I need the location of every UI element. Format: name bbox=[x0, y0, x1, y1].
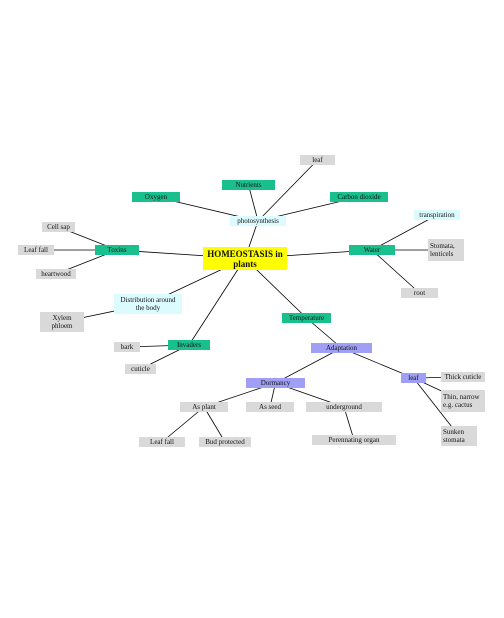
node-water: Water bbox=[349, 245, 395, 255]
connector-as_plant-leaf_fall_bottom bbox=[161, 406, 205, 443]
node-temperature: Temperature bbox=[282, 313, 331, 323]
node-stomata-lenticels: Stomata, lenticels bbox=[428, 239, 464, 261]
connector-adaptation-dormancy bbox=[275, 347, 342, 384]
node-as-plant: As plant bbox=[180, 402, 228, 412]
node-cell-sap: Cell sap bbox=[42, 222, 75, 232]
node-adaptation: Adaptation bbox=[311, 343, 372, 353]
node-distribution-around-body: Distribution around the body bbox=[114, 294, 182, 314]
node-invaders: Invaders bbox=[168, 340, 210, 350]
connector-photosynthesis-leaf_top bbox=[257, 159, 318, 222]
node-oxygen: Oxygen bbox=[132, 192, 180, 202]
node-bud-protected: Bud protected bbox=[199, 437, 251, 447]
node-heartwood: heartwood bbox=[36, 269, 76, 279]
node-toxins: Toxins bbox=[95, 245, 139, 255]
node-underground: underground bbox=[306, 402, 382, 412]
connector-photosynthesis-nutrients bbox=[248, 184, 259, 222]
connector-water-root bbox=[371, 249, 420, 294]
node-photosynthesis: photosynthesis bbox=[230, 216, 286, 226]
node-cuticle: cuticle bbox=[125, 364, 156, 374]
node-carbon-dioxide: Carbon dioxide bbox=[330, 192, 388, 202]
node-bark: bark bbox=[114, 342, 140, 352]
central-node-homeostasis: HOMEOSTASIS in plants bbox=[203, 247, 287, 270]
node-sunken-stomata: Sunken stomata bbox=[441, 426, 477, 446]
connector-homeostasis-invaders bbox=[188, 258, 246, 346]
node-nutrients: Nutrients bbox=[222, 180, 275, 190]
node-as-seed: As seed bbox=[246, 402, 294, 412]
node-leaf-fall-bottom: Leaf fall bbox=[139, 437, 185, 447]
connector-as_plant-bud_protected bbox=[203, 406, 226, 443]
node-transpiration: transpiration bbox=[414, 210, 460, 220]
connector-underground-perennating_organ bbox=[343, 406, 355, 441]
node-leaf-fall-left: Leaf fall bbox=[18, 245, 54, 255]
node-root: root bbox=[401, 288, 438, 298]
node-thin-narrow: Thin, narrow e.g. cactus bbox=[441, 390, 485, 412]
node-dormancy: Dormancy bbox=[246, 378, 305, 388]
connector-water-transpiration bbox=[371, 214, 438, 251]
node-perennating-organ: Perennating organ bbox=[312, 435, 396, 445]
node-leaf-right: leaf bbox=[401, 373, 426, 383]
node-xylem-phloem: Xylem phloem bbox=[40, 312, 84, 332]
node-thick-cuticle: Thick cuticle bbox=[441, 372, 485, 382]
node-leaf-top: leaf bbox=[300, 155, 335, 165]
